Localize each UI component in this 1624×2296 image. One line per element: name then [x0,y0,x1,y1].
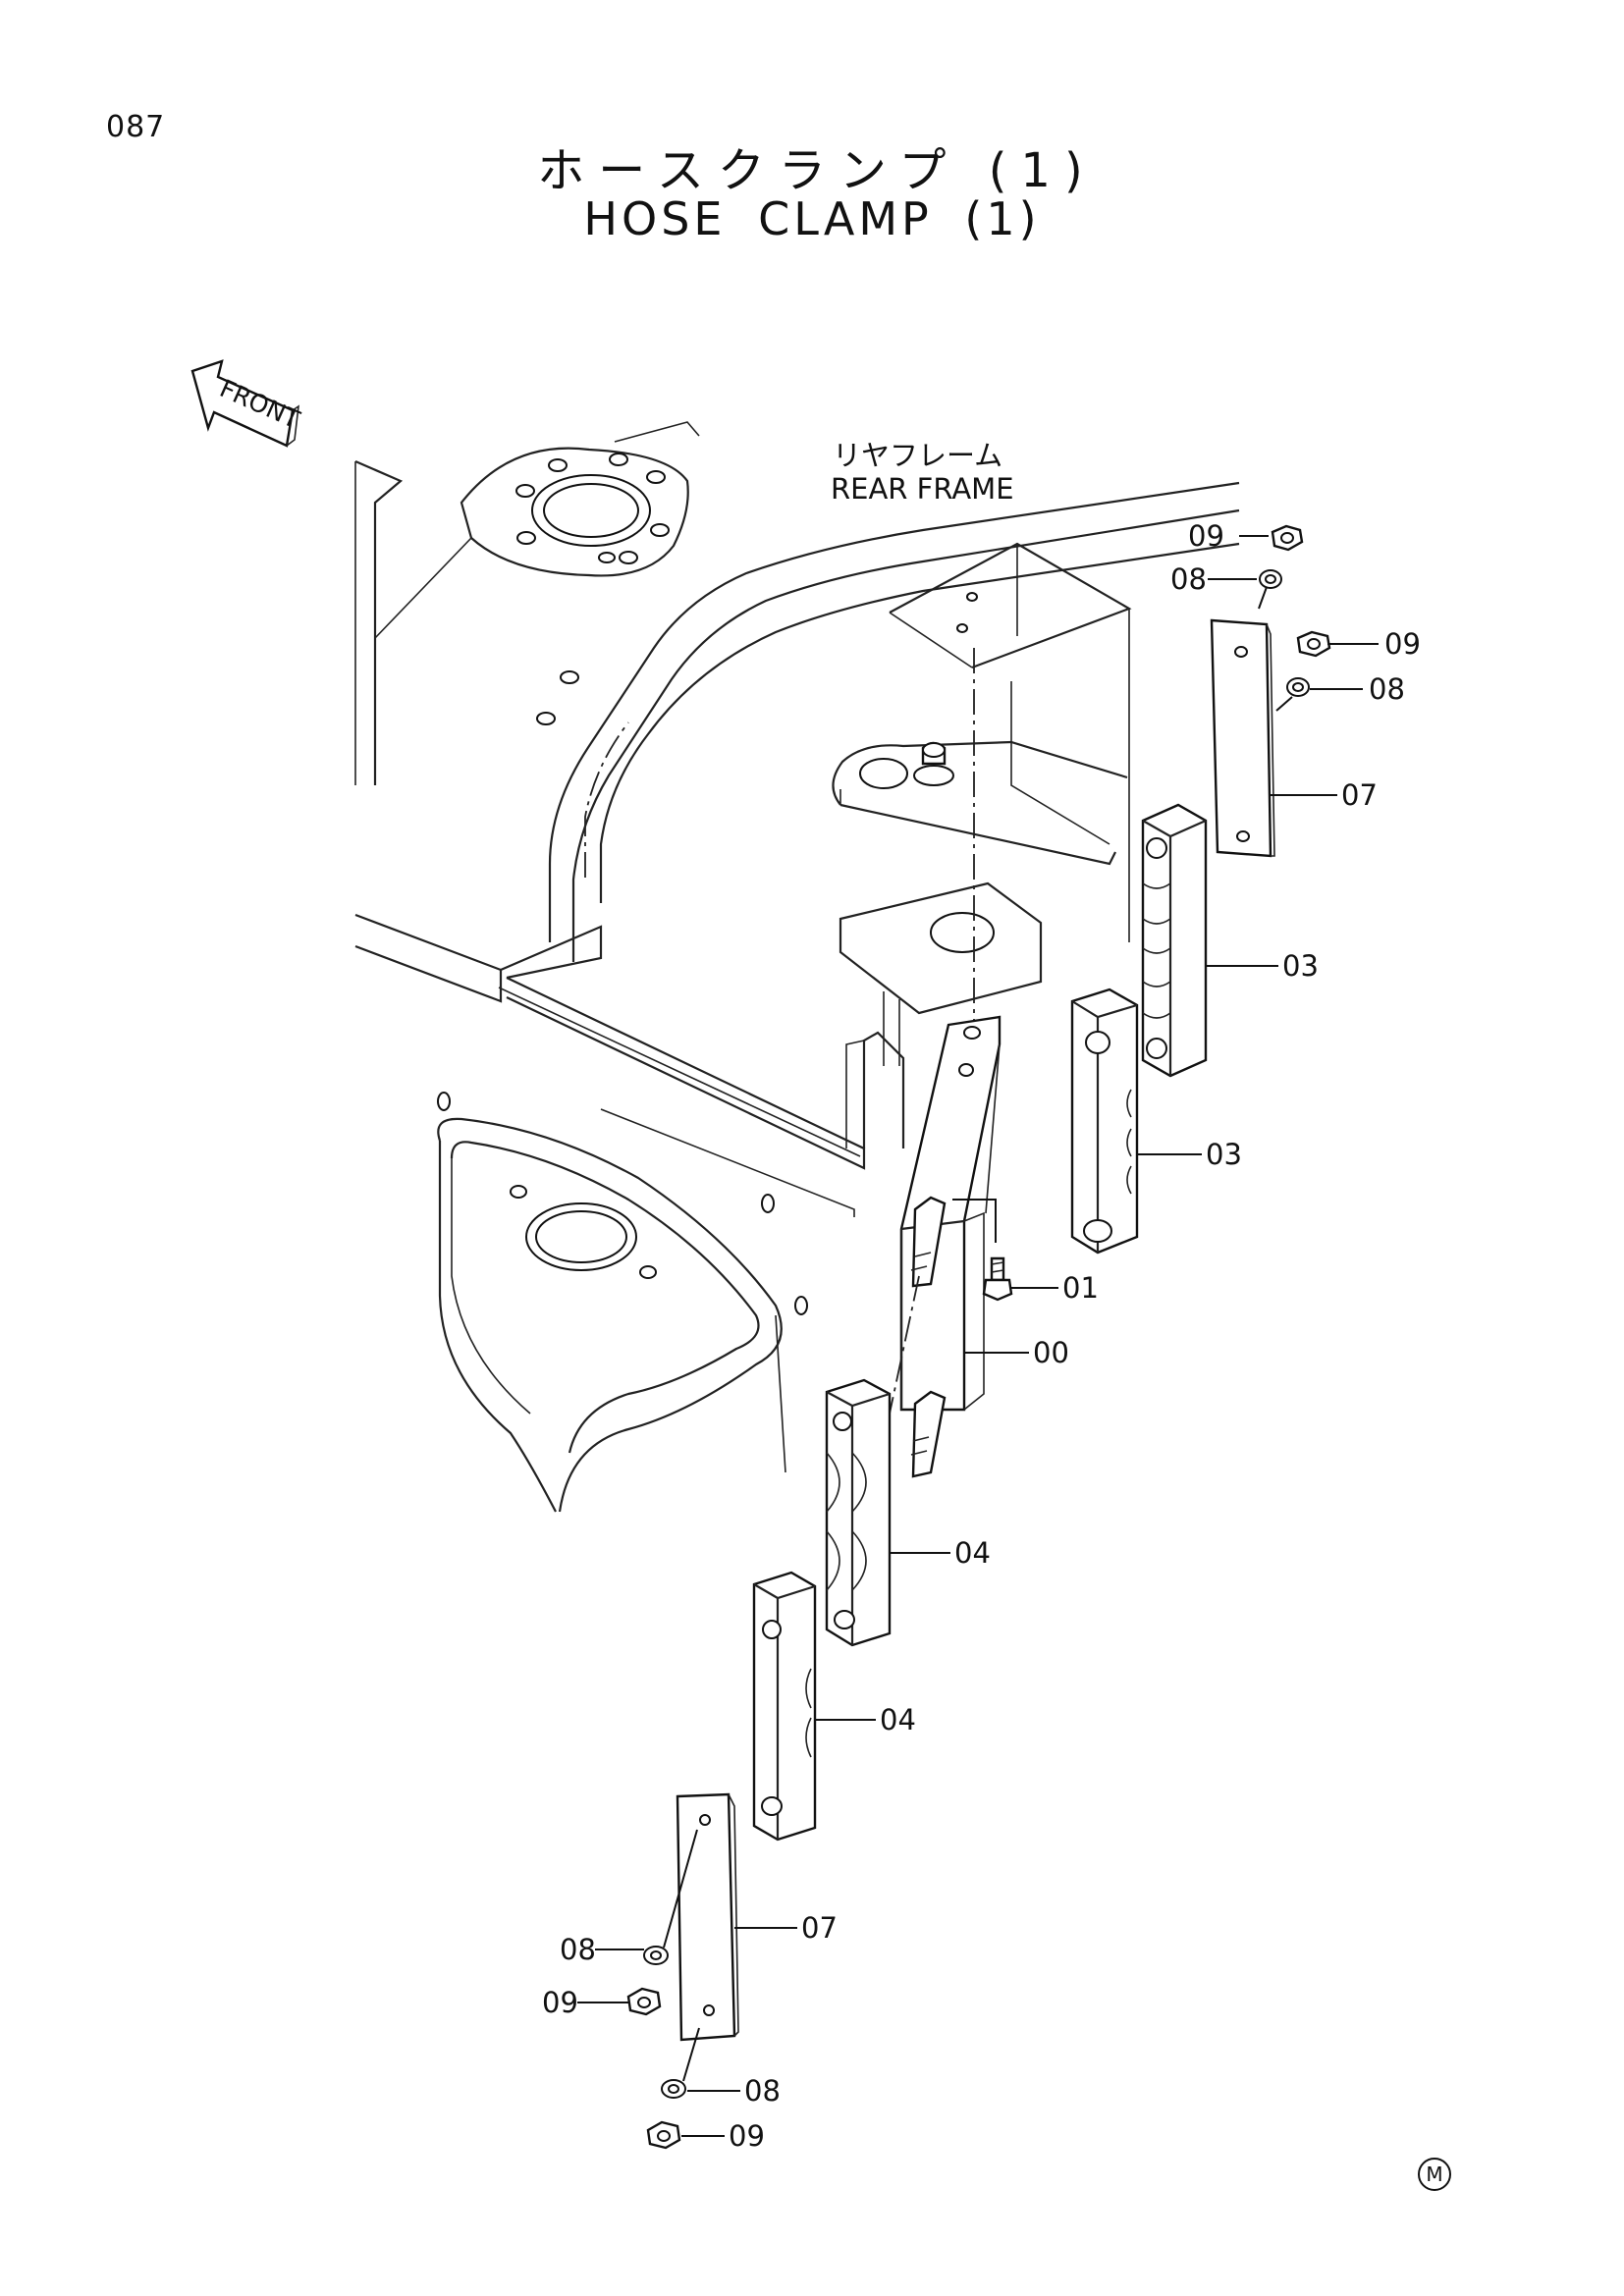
callout-01: 01 [1062,1271,1099,1305]
callout-03-a: 03 [1282,949,1319,983]
rear-frame-drawing [354,421,1240,1513]
callout-09-a: 09 [1188,519,1224,553]
callout-07-b: 07 [801,1911,838,1945]
callout-leaders [577,535,1379,2137]
callout-09-d: 09 [729,2119,765,2153]
nut-icon [646,2120,681,2150]
washer-icon [1286,677,1310,697]
m-mark-icon: M [1418,2158,1451,2191]
callout-04-b: 04 [880,1703,916,1736]
callout-08-d: 08 [744,2074,781,2108]
callout-00: 00 [1033,1336,1069,1369]
title-english: HOSE CLAMP (1) [583,192,1041,245]
clamp-parts [626,524,1331,2150]
nut-icon [1296,630,1331,658]
callout-09-b: 09 [1384,627,1421,661]
callout-09-c: 09 [542,1986,578,2019]
callout-08-c: 08 [560,1933,596,1966]
frame-label-english: REAR FRAME [831,472,1014,506]
callout-07-a: 07 [1341,778,1378,812]
callout-08-b: 08 [1369,672,1405,706]
nut-icon [626,1987,662,2016]
nut-icon [1271,524,1304,552]
bolt-icon [982,1256,1013,1302]
washer-icon [643,1946,669,1965]
callout-08-a: 08 [1170,562,1207,596]
callout-04-a: 04 [954,1536,991,1570]
page-number: 087 [106,110,166,144]
title-japanese: ホースクランプ (1) [537,143,1097,198]
washer-icon [661,2079,686,2099]
callout-03-b: 03 [1206,1138,1242,1171]
front-arrow-icon: FRONT [190,359,304,448]
callout-numbers: 09 08 09 08 07 03 03 01 00 04 04 07 08 0… [542,519,1421,2153]
washer-icon [1259,569,1282,589]
frame-label-japanese: リヤフレーム [833,439,1002,472]
